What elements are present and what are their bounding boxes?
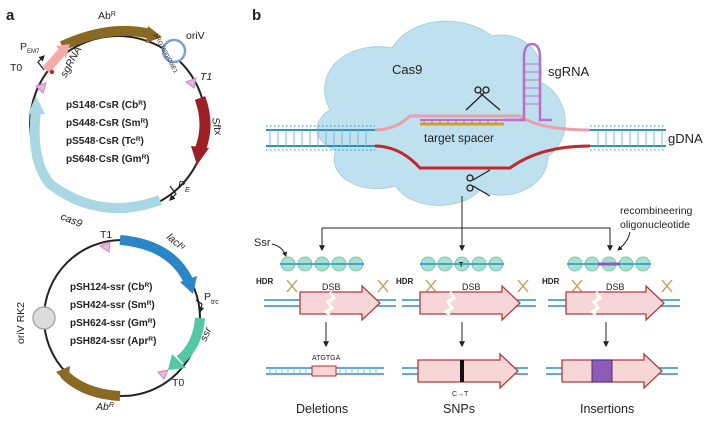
dsb-label-snps: DSB (462, 282, 481, 292)
outcome-snps: SNPs (443, 402, 475, 416)
hdr-cross-insertions-left (571, 279, 583, 293)
scissors-icon-bottom (466, 169, 491, 197)
dsb-label-deletions: DSB (322, 282, 341, 292)
plasmid-1-abr-gene (59, 25, 152, 51)
plasmid-2-abr-gene (60, 370, 121, 401)
plasmid-2-laciq-gene (119, 235, 193, 283)
plasmid-2-laciq-arrowhead (180, 276, 197, 294)
plasmid-2: T1 lacIq Ptrc ssr T0 AbR oriV RK2 pSH124… (15, 229, 219, 413)
hdr-label-snps: HDR (396, 277, 414, 286)
genome-dsb-snps (402, 284, 536, 322)
recombineering-label-line-2: oligonucleotide (620, 219, 690, 231)
plasmid-1-sgrna-arrowhead (56, 44, 70, 58)
genome-dsb-insertions (548, 284, 680, 322)
plasmid-2-ptrc-promoter-arrow (195, 299, 205, 314)
spacer-pairing-rungs (423, 120, 497, 124)
plasmid-1-sftx-label: Sftx (209, 116, 224, 137)
plasmid-2-ssr-gene (176, 317, 205, 364)
cas9-label: Cas9 (392, 62, 422, 77)
sgrna-hairpin (504, 42, 552, 122)
plasmid-1-cas9-gene (29, 109, 162, 213)
plasmid-2-t0-label: T0 (172, 377, 184, 389)
plasmid-1-oriv-label: oriV (186, 30, 205, 42)
hdr-cross-snps-left (425, 279, 437, 293)
outcome-deletions: Deletions (296, 402, 348, 416)
plasmid-1-sftx-gene (194, 96, 211, 153)
plasmid-1-pem7-label: PEM7 (20, 41, 40, 55)
plasmid-1-cas9-arrowhead (28, 96, 45, 114)
hdr-label-insertions: HDR (542, 277, 560, 286)
outcome-insertions: Insertions (580, 402, 634, 416)
plasmid-2-name-3: pSH624-ssr (GmR) (70, 318, 156, 330)
plasmid-2-name-2: pSH424-ssr (SmR) (70, 300, 155, 312)
panel-b-label: b (252, 7, 261, 24)
deleted-sequence-label: ATGTGA (312, 355, 341, 362)
panel-a-label: a (6, 7, 15, 24)
scissors-icon-top (465, 86, 501, 111)
hdr-cross-deletions-left (286, 279, 298, 293)
plasmid-1-name-3: pS548·CsR (TcR) (66, 136, 144, 148)
plasmid-1-abr-arrowhead (146, 26, 162, 43)
plasmid-2-t1-terminator (98, 241, 111, 253)
plasmid-1-name-2: pS448·CsR (SmR) (66, 118, 149, 130)
plasmid-1: AbR oriV pRO1600/ColE1 T1 Sftx PE cas9 s… (10, 10, 224, 230)
plasmid-1-cas9-label: cas9 (59, 211, 84, 230)
plasmid-1-t1-label: T1 (200, 71, 212, 83)
plasmid-1-sgrna-dot (49, 69, 55, 75)
plasmid-1-sgrna-gene (42, 49, 66, 73)
plasmid-2-origin (32, 306, 56, 330)
plasmid-2-abr-label: AbR (95, 401, 114, 413)
genome-dsb-deletions (264, 284, 396, 322)
plasmid-2-t0-terminator (157, 369, 169, 380)
plasmid-1-t0-label: T0 (10, 62, 22, 74)
plasmid-1-pe-promoter-arrow (169, 185, 177, 201)
plasmid-2-ptrc-label: Ptrc (204, 291, 219, 306)
snp-change-label: C→T (452, 391, 469, 398)
plasmid-2-oriv-label: oriV RK2 (15, 302, 27, 344)
gdna-base-pairs (269, 130, 663, 146)
hdr-label-deletions: HDR (256, 277, 274, 286)
dsb-label-insertions: DSB (606, 282, 625, 292)
ssr-label: Ssr (254, 237, 271, 249)
target-spacer-label: target spacer (424, 131, 494, 145)
hdr-cross-snps-right (517, 279, 529, 293)
sgrna-label: sgRNA (548, 64, 590, 79)
plasmid-1-t1-terminator (184, 77, 197, 89)
snp-t-base: T (459, 262, 464, 269)
plasmid-1-name-4: pS648·CsR (GmR) (66, 154, 150, 166)
hdr-cross-insertions-right (661, 279, 673, 293)
result-snps (402, 352, 528, 390)
plasmid-1-origin (161, 38, 187, 64)
sgrna-stem-pairs (524, 63, 540, 105)
gdna-top-strand (266, 114, 666, 132)
recombineering-label-line-1: recombineering (620, 205, 693, 217)
result-deletions (266, 365, 384, 377)
plasmid-1-abr-label: AbR (98, 10, 116, 22)
plasmid-1-sftx-arrowhead (191, 146, 209, 165)
hdr-cross-deletions-right (377, 279, 389, 293)
plasmid-2-abr-arrowhead (56, 366, 70, 384)
plasmid-2-ssr-label: ssr (198, 325, 215, 343)
plasmid-2-name-4: pSH824-ssr (AprR) (70, 336, 156, 348)
plasmid-2-name-1: pSH124-ssr (CbR) (70, 282, 153, 294)
plasmid-1-name-1: pS148·CsR (CbR) (66, 100, 146, 112)
result-insertions (546, 352, 678, 390)
plasmid-2-t1-label: T1 (100, 229, 112, 241)
plasmid-1-pem7-promoter-arrow (37, 55, 45, 71)
plasmid-2-ssr-arrowhead (168, 354, 186, 370)
recombineering-pointer-arrow (617, 231, 631, 251)
gdna-bottom-strand (266, 144, 666, 170)
plasmid-1-pe-label: PE (178, 179, 190, 194)
plasmid-1-t0-terminator (35, 82, 47, 94)
ssr-pointer-arrow (271, 243, 287, 257)
gdna-label: gDNA (668, 131, 703, 146)
cas9-protein (316, 20, 566, 206)
